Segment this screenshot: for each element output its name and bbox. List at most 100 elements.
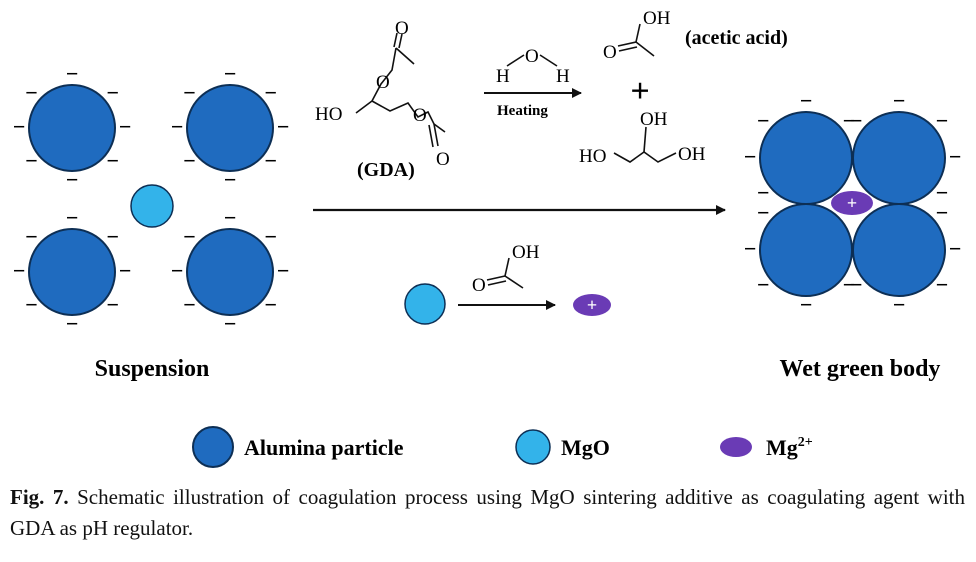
caption-text: Schematic illustration of coagulation pr… (10, 485, 965, 540)
alumina-particle (186, 84, 274, 172)
gda-bond (398, 33, 403, 49)
negative-charge: − (949, 236, 962, 261)
negative-charge: − (25, 80, 38, 105)
acetic-oh-text: OH (512, 242, 540, 263)
negative-charge: − (936, 200, 949, 225)
mgo-particle (130, 184, 174, 228)
water-bond (539, 54, 558, 67)
acetic-bond (635, 41, 655, 57)
mg-ion-plus: + (587, 295, 597, 315)
mg-ion-plus: + (847, 193, 857, 213)
gda-bond (355, 47, 397, 114)
figure-caption: Fig. 7. Schematic illustration of coagul… (10, 482, 965, 544)
mg-ion-base: Mg (766, 435, 798, 460)
acetic-bond (617, 41, 637, 47)
negative-charge: − (183, 292, 196, 317)
negative-charge: − (171, 258, 184, 283)
acetic-bond (487, 280, 507, 286)
negative-charge: − (757, 108, 770, 133)
mg-ion: + (831, 191, 873, 215)
negative-charge: − (264, 148, 277, 173)
negative-charge: − (800, 292, 813, 317)
negative-charge: − (744, 236, 757, 261)
heating-label: Heating (497, 103, 548, 119)
negative-charge: − (757, 180, 770, 205)
negative-charge: − (936, 108, 949, 133)
gda-bond (433, 123, 439, 147)
gda-molecule (355, 32, 446, 148)
negative-charge: − (277, 258, 290, 283)
negative-charge: − (171, 114, 184, 139)
negative-charges: −−−−−−−−−−−−−−−−−−−−−−−−−−−−−−−− (13, 61, 290, 336)
negative-charge: − (893, 292, 906, 317)
negative-charge: − (843, 108, 856, 133)
negative-charge: − (224, 205, 237, 230)
negative-charge: − (949, 144, 962, 169)
negative-charge: − (850, 108, 863, 133)
alumina-circle (186, 228, 274, 316)
gda-bond (393, 32, 398, 48)
negative-charge: − (13, 114, 26, 139)
glycerol-ho-text: HO (579, 146, 606, 167)
negative-charge: − (224, 167, 237, 192)
glycerol-molecule (613, 126, 677, 163)
gda-o-text: O (395, 18, 409, 39)
mgo-particle (404, 283, 446, 325)
negative-charge: − (66, 311, 79, 336)
negative-charge: − (183, 80, 196, 105)
negative-charge: − (757, 272, 770, 297)
coagulation-schematic: −−−−−−−−−−−−−−−−−−−−−−−−−−−−−−−− Suspens… (13, 8, 962, 468)
mgo-swatch (515, 429, 551, 465)
legend-label: Mg2+ (766, 435, 813, 460)
alumina-circle (759, 203, 853, 297)
negative-charge: − (893, 88, 906, 113)
gda-o-text: O (436, 149, 450, 170)
glycerol-oh-text: OH (678, 144, 706, 165)
water-h-text: H (556, 66, 570, 87)
mg-ion-swatch (720, 437, 752, 457)
legend-item-mgo: MgO (515, 429, 610, 465)
gda-label: (GDA) (357, 159, 415, 181)
negative-charge: − (264, 292, 277, 317)
negative-charge: − (119, 258, 132, 283)
wet-green-body-label: Wet green body (780, 356, 941, 382)
alumina-circle (759, 111, 853, 205)
negative-charge: − (936, 272, 949, 297)
acetic-bond (504, 257, 510, 277)
glycerol-bond (613, 151, 677, 163)
negative-charge: − (106, 224, 119, 249)
legend-label: MgO (561, 435, 610, 460)
negative-charge: − (13, 258, 26, 283)
alumina-circle (852, 111, 946, 205)
water-o-text: O (525, 46, 539, 67)
negative-charge: − (757, 200, 770, 225)
acetic-bond (635, 23, 641, 43)
mg-ion: + (573, 294, 611, 316)
gda-bond (428, 124, 434, 148)
caption-label: Fig. 7. (10, 485, 69, 509)
alumina-circle (28, 228, 116, 316)
negative-charge: − (264, 224, 277, 249)
negative-charge: − (843, 272, 856, 297)
wet-green-body-group: + −−−−−−−−−−−−−−−−−−−− Wet green body (744, 88, 962, 382)
negative-charge: − (224, 61, 237, 86)
alumina-circle (28, 84, 116, 172)
glycerol-bond (643, 126, 647, 153)
alumina-particle (852, 203, 946, 297)
acetic-o-text: O (472, 275, 486, 296)
negative-charge: − (106, 292, 119, 317)
negative-charge: − (224, 311, 237, 336)
negative-charge: − (183, 224, 196, 249)
alumina-particle (28, 228, 116, 316)
negative-charge: − (25, 292, 38, 317)
water-h-text: H (496, 66, 510, 87)
acetic-oh-text: OH (643, 8, 671, 29)
acetic-acid-molecule (617, 23, 655, 57)
alumina-particle (186, 228, 274, 316)
negative-charge: − (106, 148, 119, 173)
alumina-circle (852, 203, 946, 297)
mg-ion-ellipse (573, 294, 611, 316)
legend-item-alumina: Alumina particle (192, 426, 404, 468)
negative-charge: − (277, 114, 290, 139)
mg-ion-superscript: 2+ (798, 435, 813, 450)
